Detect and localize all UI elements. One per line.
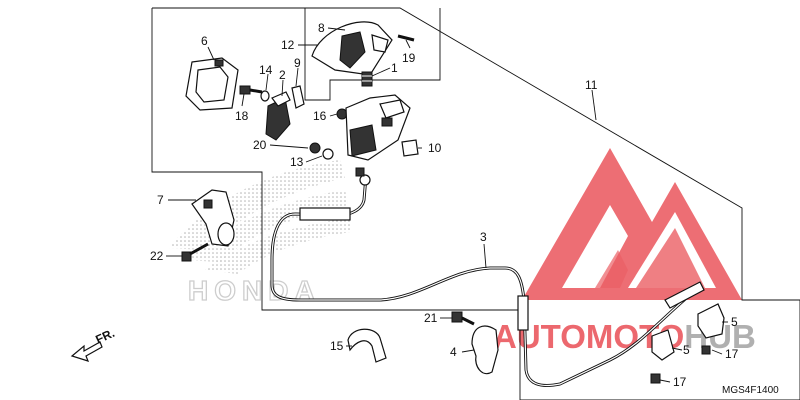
cable-clamp-part-15 [347, 328, 387, 363]
subassembly-frame-12 [304, 8, 441, 101]
front-marker-label: FR. [93, 326, 116, 347]
callout-3: 3 [480, 230, 487, 244]
callout-2: 2 [279, 68, 286, 82]
assembly-frame-11 [151, 7, 800, 400]
callout-15: 15 [330, 339, 344, 353]
washer-part-14 [260, 90, 270, 102]
spring-part-9 [291, 85, 305, 109]
spring-part-1 [361, 71, 373, 87]
clip-part-5-lower [651, 329, 675, 361]
honda-wing-logo: HONDA [168, 160, 352, 307]
watermark-text-auto: AUTO [493, 318, 586, 355]
callout-5-lower: 5 [683, 343, 690, 357]
leader-lines [166, 27, 728, 383]
nut-part-13 [322, 148, 334, 160]
callout-6: 7 [157, 193, 164, 207]
callout-17-lower: 17 [673, 375, 687, 389]
callout-12: 12 [281, 38, 295, 52]
pin-part-19 [397, 34, 415, 42]
callout-14: 14 [259, 63, 273, 77]
latch-body-part [345, 94, 411, 161]
callout-19: 19 [402, 51, 416, 65]
callout-22: 22 [150, 249, 164, 263]
clip-part-10 [401, 139, 419, 157]
callout-20: 20 [253, 138, 267, 152]
callout-1: 1 [391, 61, 398, 75]
callout-18: 18 [235, 109, 249, 123]
front-direction-marker: FR. [70, 326, 117, 362]
nut-part-16 [336, 108, 348, 120]
callout-17-upper: 17 [725, 347, 739, 361]
callout-7: 6 [201, 34, 208, 48]
callout-9: 9 [294, 56, 301, 70]
callout-21: 21 [424, 311, 438, 325]
callout-5-upper: 5 [731, 315, 738, 329]
watermark-logo [522, 148, 742, 300]
callout-11: 11 [585, 78, 598, 92]
lever-part-2 [265, 91, 291, 141]
screw-part-18 [239, 85, 263, 95]
callout-8: 8 [318, 21, 325, 35]
callout-labels: 6 8 12 14 2 9 18 1 19 16 20 13 10 11 7 2… [150, 21, 739, 389]
cable-holder-part-4 [471, 325, 499, 375]
callout-13: 13 [290, 155, 304, 169]
drawing-code: MGS4F1400 [722, 385, 779, 396]
handle-cover-part [185, 57, 239, 111]
bracket-part-6 [191, 189, 235, 247]
callout-10: 10 [428, 141, 442, 155]
screw-part-17-lower [650, 373, 661, 384]
callout-16: 16 [313, 109, 327, 123]
bolt-part-21 [451, 311, 475, 326]
cable-part-3 [270, 167, 705, 387]
clip-part-5-upper [697, 303, 725, 339]
bolt-part-22 [181, 242, 209, 262]
callout-4: 4 [450, 345, 457, 359]
washer-part-20 [309, 142, 321, 154]
screw-part-17-upper [701, 345, 711, 355]
upper-cover-part [311, 21, 393, 76]
